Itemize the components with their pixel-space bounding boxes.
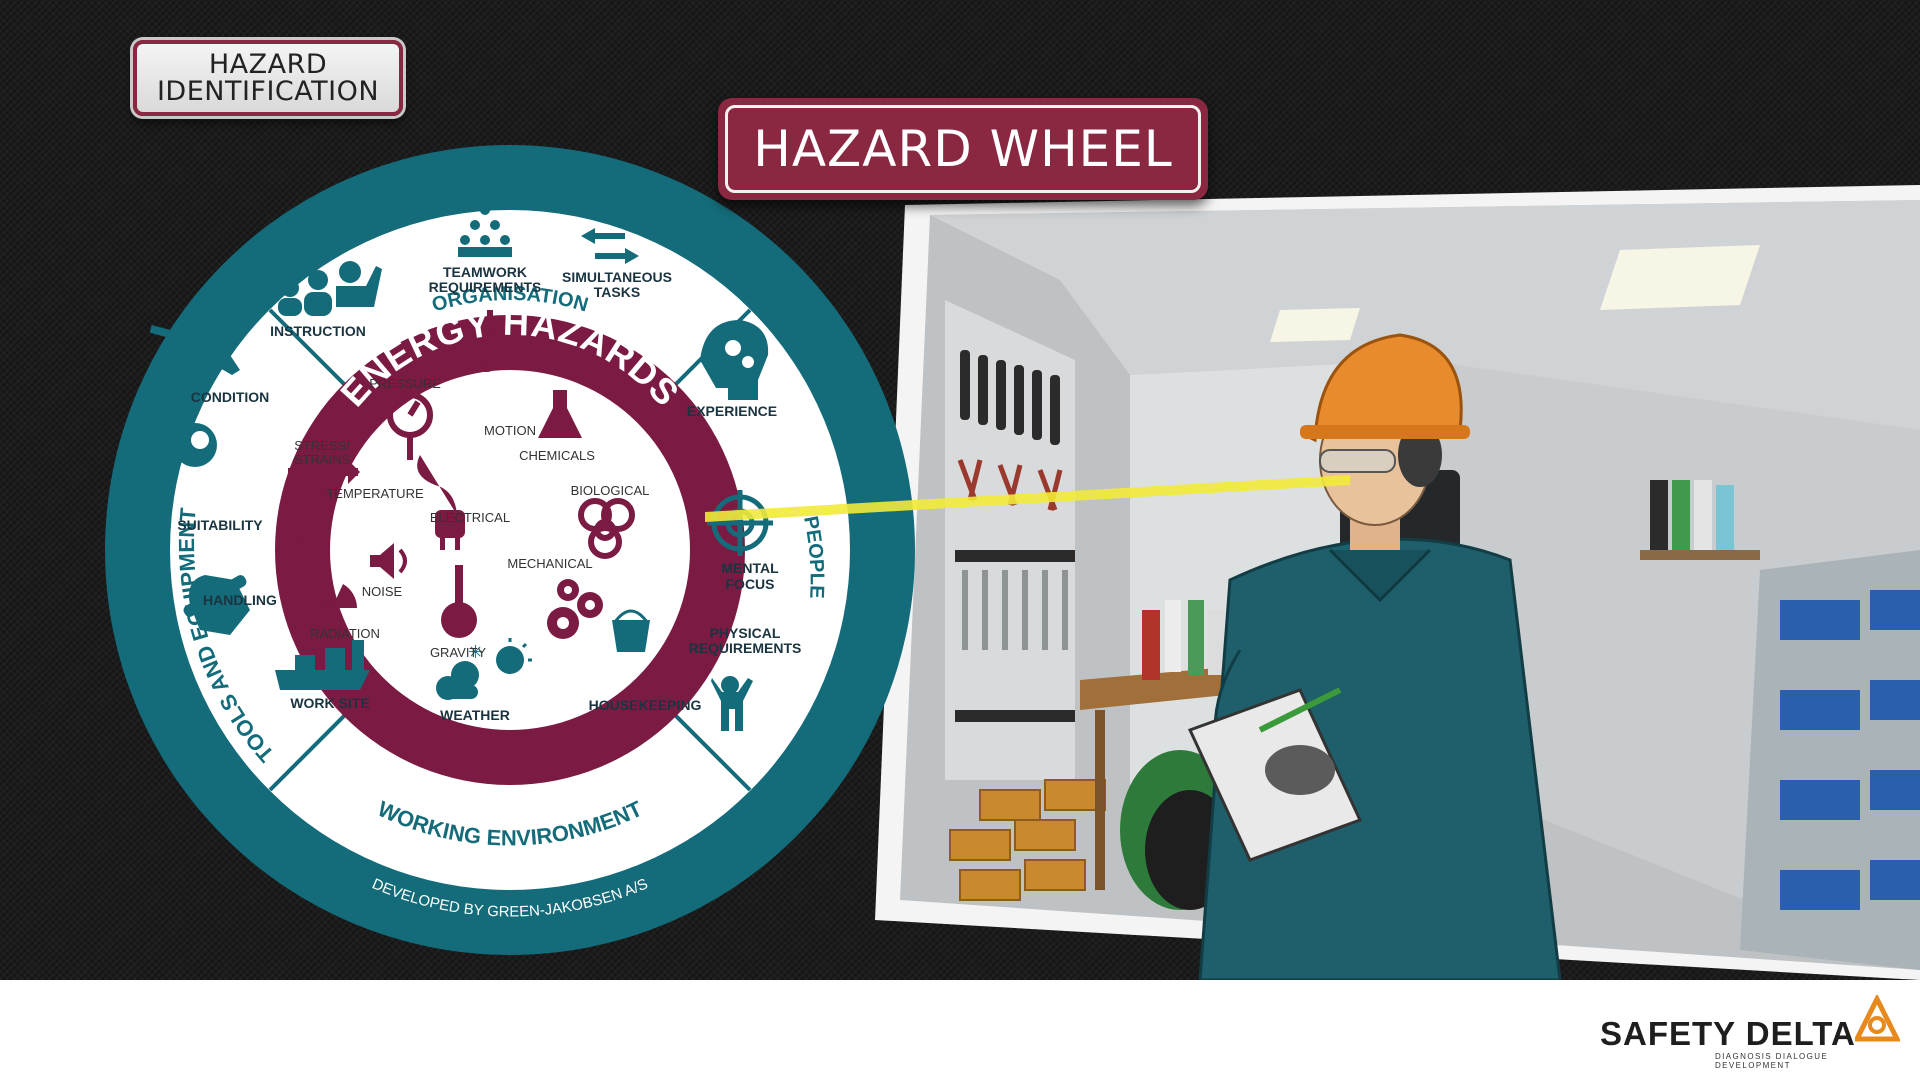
- hazard-wheel: SITUATIONAL HAZARDS ORGANISATION ENERGY …: [105, 145, 1350, 955]
- suitability-label: SUITABILITY: [177, 517, 263, 533]
- badge-line-1: HAZARD: [208, 49, 328, 80]
- physical-label-line1: PHYSICAL: [710, 625, 781, 641]
- mental-focus-icon: [707, 490, 773, 556]
- condition-label: CONDITION: [191, 389, 270, 405]
- chemicals-flask-icon: [538, 390, 582, 438]
- svg-text:✳: ✳: [468, 642, 483, 662]
- temperature-icon: [291, 500, 311, 560]
- motion-hook-icon: [473, 310, 507, 372]
- radiation-icon: [295, 584, 357, 625]
- page-title: HAZARD WHEEL: [725, 105, 1201, 193]
- handling-label: HANDLING: [203, 592, 277, 608]
- experience-icon: [700, 320, 769, 400]
- housekeeping-icon: [612, 609, 650, 652]
- hazard-identification-badge: HAZARD IDENTIFICATION: [133, 40, 403, 116]
- stress-label-line2: STRAINS: [294, 452, 351, 467]
- temperature-label: TEMPERATURE: [326, 486, 424, 501]
- suitability-icon: [157, 423, 217, 476]
- stress-strains-icon: [288, 460, 360, 484]
- electrical-label: ELECTRICAL: [430, 510, 510, 525]
- physical-requirements-icon: [711, 676, 753, 731]
- chemicals-label: CHEMICALS: [519, 448, 595, 463]
- weather-icon: ✳: [436, 638, 532, 700]
- mechanical-gears-icon: [547, 579, 603, 639]
- gravity-weight-icon: [441, 565, 477, 638]
- work-site-icon: [275, 640, 370, 690]
- experience-label: EXPERIENCE: [687, 403, 777, 419]
- logo-tagline: DIAGNOSIS DIALOGUE DEVELOPMENT: [1715, 1052, 1829, 1070]
- logo-name: SAFETY DELTA: [1600, 1015, 1856, 1052]
- work-site-label: WORK SITE: [290, 695, 369, 711]
- safety-delta-logo: SAFETY DELTA DIAGNOSIS DIALOGUE DEVELOPM…: [1600, 995, 1900, 1070]
- focus-beam: [705, 475, 1350, 522]
- badge-line-2: IDENTIFICATION: [156, 76, 380, 107]
- motion-label: MOTION: [484, 423, 536, 438]
- pressure-label: PRESSURE: [369, 376, 441, 391]
- electrical-plug-icon: [417, 455, 465, 550]
- instruction-icon: [278, 261, 382, 316]
- biological-label: BIOLOGICAL: [571, 483, 650, 498]
- noise-label: NOISE: [362, 584, 403, 599]
- teamwork-icon: [458, 205, 512, 257]
- mental-focus-label-line1: MENTAL: [721, 560, 779, 576]
- simultaneous-label-line2: TASKS: [594, 284, 640, 300]
- worker-illustration: [875, 185, 1920, 980]
- footer-bar: [0, 980, 1920, 1080]
- gravity-label: GRAVITY: [430, 645, 486, 660]
- simultaneous-label-line1: SIMULTANEOUS: [562, 269, 672, 285]
- noise-speaker-icon: [370, 543, 407, 579]
- instruction-label: INSTRUCTION: [270, 323, 366, 339]
- delta-logo-icon: [1855, 995, 1900, 1042]
- stress-label-line1: STRESS/: [294, 438, 350, 453]
- pressure-gauge-icon: [387, 392, 433, 460]
- condition-icon: [149, 324, 240, 375]
- housekeeping-label: HOUSEKEEPING: [589, 697, 702, 713]
- radiation-label: RADIATION: [310, 626, 380, 641]
- teamwork-label-line2: REQUIREMENTS: [429, 279, 542, 295]
- mechanical-label: MECHANICAL: [507, 556, 592, 571]
- physical-label-line2: REQUIREMENTS: [689, 640, 802, 656]
- worker-figure: [1187, 333, 1562, 980]
- mental-focus-label-line2: FOCUS: [726, 576, 775, 592]
- title-banner: HAZARD WHEEL: [718, 98, 1208, 200]
- weather-label: WEATHER: [440, 707, 510, 723]
- teamwork-label-line1: TEAMWORK: [443, 264, 527, 280]
- biological-icon: [578, 498, 635, 559]
- handling-icon: [183, 575, 250, 635]
- simultaneous-tasks-icon: [581, 228, 639, 264]
